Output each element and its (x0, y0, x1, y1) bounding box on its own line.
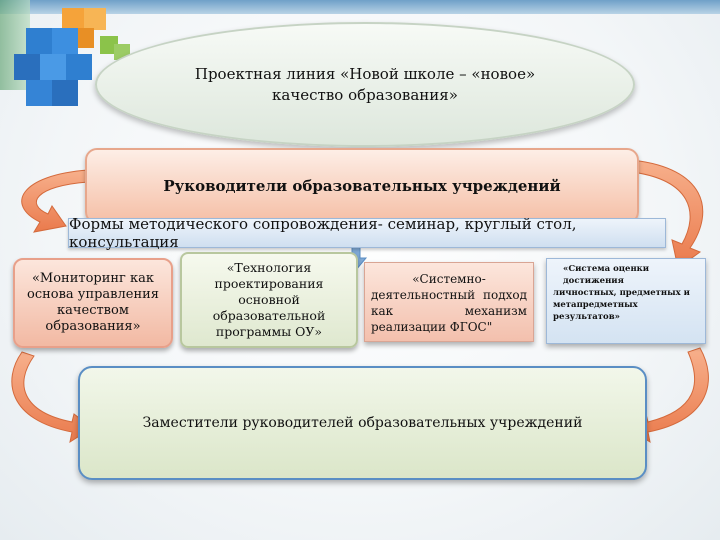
assessment-label: личностных, предметных и метапредметных … (553, 288, 690, 322)
system-activity-first-line: «Системно- (412, 272, 486, 286)
deputies-box: Заместители руководителей образовательны… (78, 366, 647, 480)
methodical-forms-bar: Формы методического сопровождения- семин… (68, 215, 666, 251)
system-activity-box: «Системно- деятельностный подход как мех… (364, 262, 534, 342)
system-activity-label: деятельностный подход как механизм реали… (371, 288, 527, 334)
technology-label: «Технология проектирования основной обра… (212, 260, 326, 339)
managers-label: Руководители образовательных учреждений (163, 177, 561, 195)
managers-box: Руководители образовательных учреждений (85, 148, 639, 224)
blue-cube-cluster (14, 28, 92, 106)
deputies-label: Заместители руководителей образовательны… (142, 415, 583, 431)
forms-label: Формы методического сопровождения- семин… (69, 215, 577, 251)
monitoring-label: «Мониторинг как основа управления качест… (27, 271, 159, 334)
project-title: Проектная линия «Новой школе – «новое» к… (194, 64, 536, 104)
assessment-system-box: «Система оценки достижения личностных, п… (546, 258, 706, 344)
cubes-logo-icon (14, 8, 130, 106)
project-title-ellipse: Проектная линия «Новой школе – «новое» к… (95, 22, 635, 147)
assessment-first-line: «Система оценки достижения (563, 264, 650, 286)
arrow-right-top (631, 159, 704, 269)
technology-box: «Технология проектирования основной обра… (180, 252, 358, 348)
monitoring-box: «Мониторинг как основа управления качест… (13, 258, 173, 348)
top-decor-bar (0, 0, 720, 14)
